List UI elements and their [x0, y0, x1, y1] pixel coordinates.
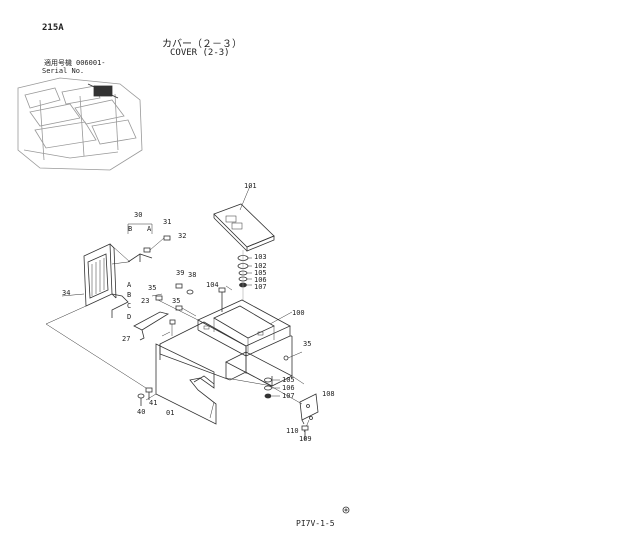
fastener-stack	[237, 250, 252, 300]
callout-39: 39	[176, 269, 185, 277]
serial-label-japanese: 適用号機	[44, 59, 72, 67]
callout-32: 32	[178, 232, 187, 240]
callout-102: 102	[254, 262, 267, 270]
callout-a: A	[127, 281, 132, 289]
title-japanese: カバー（２－３）	[162, 39, 242, 50]
callout-107-lower: 107	[282, 392, 295, 400]
callout-106-lower: 106	[282, 384, 295, 392]
callout-40: 40	[137, 408, 146, 416]
callout-01: 01	[166, 409, 175, 417]
callout-b-top: B	[128, 225, 133, 233]
callout-b: B	[127, 291, 132, 299]
bolts-40-41	[137, 387, 153, 406]
callout-110: 110	[286, 427, 299, 435]
callout-41: 41	[149, 399, 158, 407]
serial-label-english: Serial No.	[42, 67, 85, 75]
callout-105-upper: 105	[254, 269, 267, 277]
wiring-connector-lines	[111, 223, 153, 318]
left-grille-panel	[83, 243, 117, 307]
model-label: 215A	[42, 23, 64, 33]
machine-keymap-thumbnail	[17, 77, 143, 171]
lower-fastener-stack	[264, 377, 280, 399]
callout-a-top: A	[147, 225, 152, 233]
callout-34: 34	[62, 289, 71, 297]
callout-d: D	[127, 313, 132, 321]
callout-38: 38	[188, 271, 197, 279]
callout-103: 103	[254, 253, 267, 261]
callout-23: 23	[141, 297, 150, 305]
main-box-frame	[145, 299, 303, 425]
callout-35-mid: 35	[172, 297, 181, 305]
callout-30: 30	[134, 211, 143, 219]
callout-101: 101	[244, 182, 257, 190]
callout-31: 31	[163, 218, 172, 226]
title-english: COVER (2-3)	[170, 48, 230, 58]
callout-108: 108	[322, 390, 335, 398]
callout-35-right: 35	[303, 340, 312, 348]
top-cover-plate	[213, 185, 275, 252]
serial-value: 006001-	[76, 59, 106, 67]
bracket-30	[111, 235, 171, 265]
callout-c: C	[127, 302, 132, 310]
callout-106-upper: 106	[254, 276, 267, 284]
callout-27: 27	[122, 335, 131, 343]
callout-104: 104	[206, 281, 219, 289]
callout-100: 100	[292, 309, 305, 317]
leader-lines	[45, 243, 305, 405]
registered-mark-icon	[342, 506, 350, 514]
bracket-23-27	[133, 283, 197, 341]
callout-105-lower: 105	[282, 376, 295, 384]
bolt-109	[301, 425, 309, 440]
callout-107-upper: 107	[254, 283, 267, 291]
callout-109: 109	[299, 435, 312, 443]
bolt-104	[218, 287, 226, 312]
page-code: PI7V-1-5	[296, 519, 335, 528]
callout-35-left: 35	[148, 284, 157, 292]
